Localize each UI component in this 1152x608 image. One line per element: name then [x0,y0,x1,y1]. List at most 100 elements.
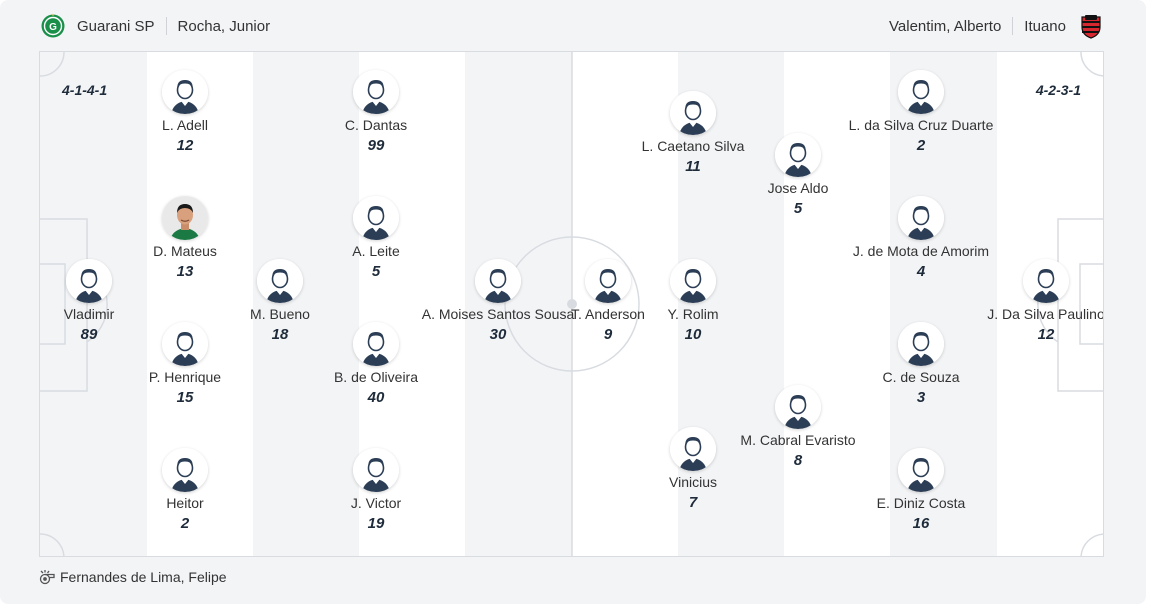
player-silhouette-icon[interactable] [585,259,631,303]
player-home[interactable]: B. de Oliveira 40 [276,322,476,406]
away-header: Valentim, Alberto Ituano [889,10,1104,42]
player-number: 9 [603,326,613,343]
player-home[interactable]: L. Adell 12 [85,70,285,154]
player-name[interactable]: D. Mateus [153,243,217,259]
away-team-name[interactable]: Ituano [1024,17,1066,35]
player-number: 11 [685,158,701,175]
player-away[interactable]: L. da Silva Cruz Duarte 2 [821,70,1021,154]
player-silhouette-icon[interactable] [353,448,399,492]
player-silhouette-icon[interactable] [670,427,716,471]
player-silhouette-icon[interactable] [898,196,944,240]
player-name[interactable]: Vinicius [669,474,717,490]
player-name[interactable]: C. de Souza [882,369,960,385]
player-silhouette-icon[interactable] [775,385,821,429]
player-number: 3 [916,389,926,406]
player-silhouette-icon[interactable] [353,196,399,240]
player-number: 12 [176,137,194,154]
player-photo[interactable] [162,196,208,240]
header-separator [165,17,167,35]
player-name[interactable]: M. Bueno [250,306,310,322]
home-team-name[interactable]: Guarani SP [77,17,155,35]
player-silhouette-icon[interactable] [670,259,716,303]
player-silhouette-icon[interactable] [257,259,303,303]
whistle-icon [39,570,55,585]
guarani-crest-icon[interactable]: G [40,13,66,39]
player-name[interactable]: C. Dantas [344,117,408,133]
away-coach-name[interactable]: Valentim, Alberto [889,17,1002,35]
home-coach-name[interactable]: Rocha, Junior [177,17,271,35]
player-number: 40 [367,389,385,406]
player-name[interactable]: Y. Rolim [667,306,719,322]
home-formation: 4-1-4-1 [62,82,108,98]
player-number: 4 [916,263,926,280]
player-name[interactable]: T. Anderson [571,306,645,322]
player-away[interactable]: T. Anderson 9 [508,259,708,343]
player-silhouette-icon[interactable] [775,133,821,177]
player-number: 99 [367,137,385,154]
player-silhouette-icon[interactable] [162,322,208,366]
player-away[interactable]: C. de Souza 3 [821,322,1021,406]
player-name[interactable]: Vladimir [63,306,115,322]
player-number: 5 [793,200,803,217]
player-silhouette-icon[interactable] [162,70,208,114]
player-name[interactable]: J. de Mota de Amorim [852,243,990,259]
player-name[interactable]: A. Leite [352,243,400,259]
player-name[interactable]: E. Diniz Costa [876,495,966,511]
header-separator [1012,17,1014,35]
player-silhouette-icon[interactable] [353,322,399,366]
player-number: 16 [912,515,930,532]
player-number: 7 [688,494,698,511]
player-home[interactable]: M. Bueno 18 [180,259,380,343]
player-silhouette-icon[interactable] [1023,259,1069,303]
player-home[interactable]: Heitor 2 [85,448,285,532]
player-name[interactable]: L. da Silva Cruz Duarte [848,117,994,133]
svg-text:G: G [49,22,57,33]
player-home[interactable]: Vladimir 89 [40,259,189,343]
player-silhouette-icon[interactable] [898,448,944,492]
player-away[interactable]: E. Diniz Costa 16 [821,448,1021,532]
ituano-crest-icon[interactable] [1078,13,1104,39]
player-away[interactable]: Jose Aldo 5 [698,133,898,217]
player-silhouette-icon[interactable] [898,322,944,366]
pitch-markings [40,52,1103,556]
player-number: 30 [489,326,507,343]
player-name[interactable]: Jose Aldo [767,180,829,196]
player-name[interactable]: L. Caetano Silva [641,138,745,154]
player-home[interactable]: A. Moises Santos Sousa 30 [398,259,598,343]
player-silhouette-icon[interactable] [670,91,716,135]
player-silhouette-icon[interactable] [898,70,944,114]
player-name[interactable]: P. Henrique [148,369,222,385]
player-name[interactable]: L. Adell [162,117,208,133]
player-number: 18 [271,326,289,343]
player-silhouette-icon[interactable] [162,448,208,492]
player-name[interactable]: A. Moises Santos Sousa [421,306,575,322]
player-number: 2 [180,515,190,532]
player-away[interactable]: J. de Mota de Amorim 4 [821,196,1021,280]
home-header: G Guarani SP Rocha, Junior [40,10,270,42]
player-name[interactable]: B. de Oliveira [333,369,419,385]
pitch-stripe [572,52,678,556]
player-silhouette-icon[interactable] [66,259,112,303]
away-formation: 4-2-3-1 [1035,82,1081,98]
player-name[interactable]: Heitor [166,495,204,511]
player-home[interactable]: C. Dantas 99 [276,70,476,154]
player-away[interactable]: Vinicius 7 [593,427,793,511]
player-name[interactable]: J. Da Silva Paulino [987,306,1104,322]
player-away[interactable]: L. Caetano Silva 11 [593,91,793,175]
player-name[interactable]: M. Cabral Evaristo [740,432,856,448]
player-number: 2 [916,137,926,154]
player-name[interactable]: J. Victor [350,495,402,511]
player-number: 89 [80,326,98,343]
referee-row: Fernandes de Lima, Felipe [38,566,227,588]
player-silhouette-icon[interactable] [475,259,521,303]
referee-name[interactable]: Fernandes de Lima, Felipe [60,569,227,585]
player-silhouette-icon[interactable] [353,70,399,114]
